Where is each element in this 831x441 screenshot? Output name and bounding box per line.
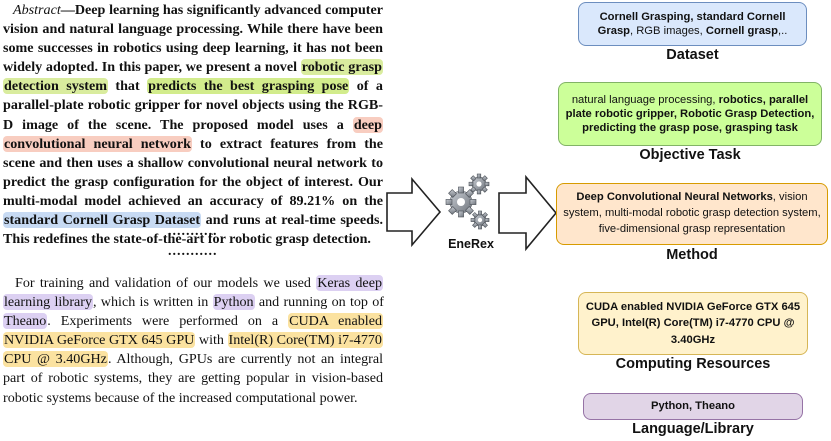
compute-bold-1: CUDA enabled NVIDIA GeForce GTX 645 GPU,… xyxy=(585,300,801,346)
dataset-bold-1: Cornell Grasping, standard Cornell Grasp xyxy=(597,10,786,37)
method-bold-1: Deep Convolutional Neural Networks xyxy=(576,191,773,204)
body-text-2: , which is written in xyxy=(93,294,213,311)
ellipsis-separator-1: ........... xyxy=(168,224,218,239)
dataset-bold-2: Cornell grasp xyxy=(705,25,778,37)
abstract-paragraph: Abstract—Deep learning has significantly… xyxy=(3,1,383,249)
highlight-predicts-best-grasping-pose: predicts the best grasping pose xyxy=(147,78,350,95)
body-text-5: with xyxy=(195,332,228,349)
method-caption: Method xyxy=(666,247,718,263)
experiments-paragraph: For training and validation of our model… xyxy=(3,274,384,408)
body-text-3: and running on top of xyxy=(254,294,384,311)
dataset-text-2: ,.. xyxy=(778,25,788,37)
abstract-label: Abstract xyxy=(13,2,61,18)
output-arrow-shape xyxy=(498,174,558,252)
body-text-6: . Although, GPUs are currently not an in… xyxy=(3,351,383,406)
computing-resources-box: CUDA enabled NVIDIA GeForce GTX 645 GPU,… xyxy=(578,292,808,355)
abstract-text-2: that xyxy=(107,78,148,95)
dataset-caption: Dataset xyxy=(666,47,719,63)
objective-task-caption: Objective Task xyxy=(639,147,741,163)
objective-task-box: natural language processing, robotics, p… xyxy=(558,82,822,146)
lang-bold-1: Python, Theano xyxy=(651,400,735,413)
dataset-text-1: , RGB images, xyxy=(630,25,706,37)
computing-resources-caption: Computing Resources xyxy=(615,356,771,372)
enerex-label: EneRex xyxy=(448,237,494,251)
dataset-box: Cornell Grasping, standard Cornell Grasp… xyxy=(578,2,807,46)
method-box: Deep Convolutional Neural Networks, visi… xyxy=(556,183,828,245)
task-bold-1: robotics, parallel plate robotic gripper… xyxy=(565,93,815,135)
abstract-text-3: of a parallel-plate robotic gripper for … xyxy=(3,78,383,133)
language-library-caption: Language/Library xyxy=(632,421,754,437)
highlight-standard-cornell-grasp-dataset: standard Cornell Grasp Dataset xyxy=(3,212,202,229)
highlight-theano: Theano xyxy=(3,313,48,330)
task-text-1: natural language processing, xyxy=(571,93,719,106)
method-text-1: , vision system, multi-modal robotic gra… xyxy=(563,191,821,235)
abstract-text-1: Deep learning has significantly advanced… xyxy=(3,2,383,76)
abstract-text-4: to extract features from the scene and t… xyxy=(3,135,383,209)
body-text-1: For training and validation of our model… xyxy=(15,275,317,291)
gears-icon xyxy=(441,170,493,236)
ellipsis-separator-2: ........... xyxy=(168,244,218,259)
body-text-4: . Experiments were performed on a xyxy=(47,313,289,330)
input-arrow-shape xyxy=(386,176,442,248)
highlight-python: Python xyxy=(212,294,255,311)
abstract-text-5: and runs at real-time speeds. This redef… xyxy=(3,212,383,248)
abstract-dash: — xyxy=(60,2,75,18)
language-library-box: Python, Theano xyxy=(583,393,803,420)
